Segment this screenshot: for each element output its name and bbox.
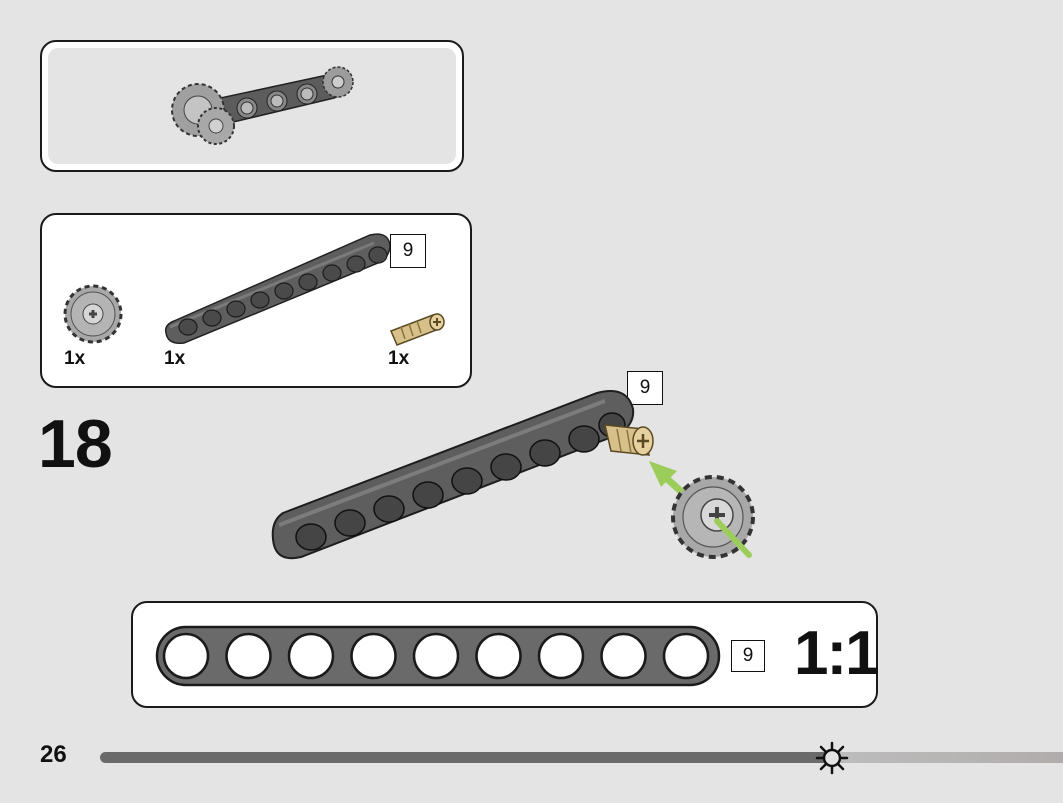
- progress-sun-icon: [815, 741, 849, 775]
- liftarm-9-icon: [164, 233, 391, 345]
- step-number: 18: [38, 406, 113, 482]
- gear-16-tooth-icon: [63, 284, 123, 344]
- submodel-callout-panel: [40, 40, 464, 172]
- page-number: 26: [40, 741, 67, 768]
- step-assembly-image: [271, 390, 755, 560]
- progress-bar: [100, 752, 1063, 763]
- liftarm-quantity: 1x: [164, 348, 186, 369]
- scale-reference-panel: 9: [131, 601, 878, 708]
- axle-pin-icon: [390, 313, 445, 346]
- step-liftarm-length-label: 9: [627, 371, 663, 405]
- submodel-assembly-image: [171, 66, 354, 145]
- scale-label: 1:1: [794, 619, 880, 688]
- gear-quantity: 1x: [64, 348, 86, 369]
- axle-pin-quantity: 1x: [388, 348, 410, 369]
- liftarm-actual-size-image: [155, 625, 721, 687]
- liftarm-length-label: 9: [390, 234, 426, 268]
- parts-list-panel: 1x 1x 9 1x: [40, 213, 472, 388]
- ruler-length-label: 9: [731, 640, 765, 672]
